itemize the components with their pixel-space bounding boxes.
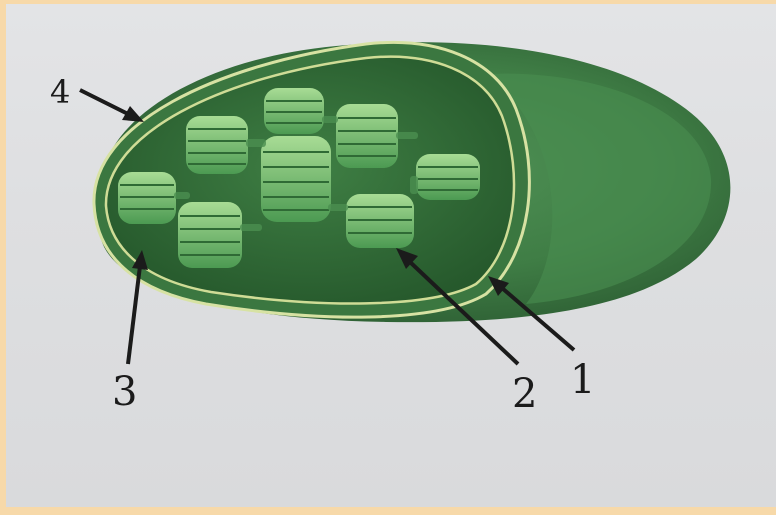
granum-stack	[346, 194, 414, 248]
label-2: 2	[512, 374, 537, 414]
granum-stack	[186, 116, 248, 174]
granum-stack	[336, 104, 398, 168]
label-4: 4	[50, 76, 70, 108]
chloroplast-diagram	[6, 4, 776, 507]
arrow-4	[80, 90, 144, 122]
granum-stack	[178, 202, 242, 268]
granum-stack	[264, 88, 324, 134]
label-1: 1	[570, 360, 595, 400]
granum-stack	[261, 136, 331, 222]
label-3: 3	[112, 372, 137, 412]
diagram-photo: 4 3 2 1	[6, 4, 776, 507]
granum-stack	[118, 172, 176, 224]
granum-stack	[416, 154, 480, 200]
